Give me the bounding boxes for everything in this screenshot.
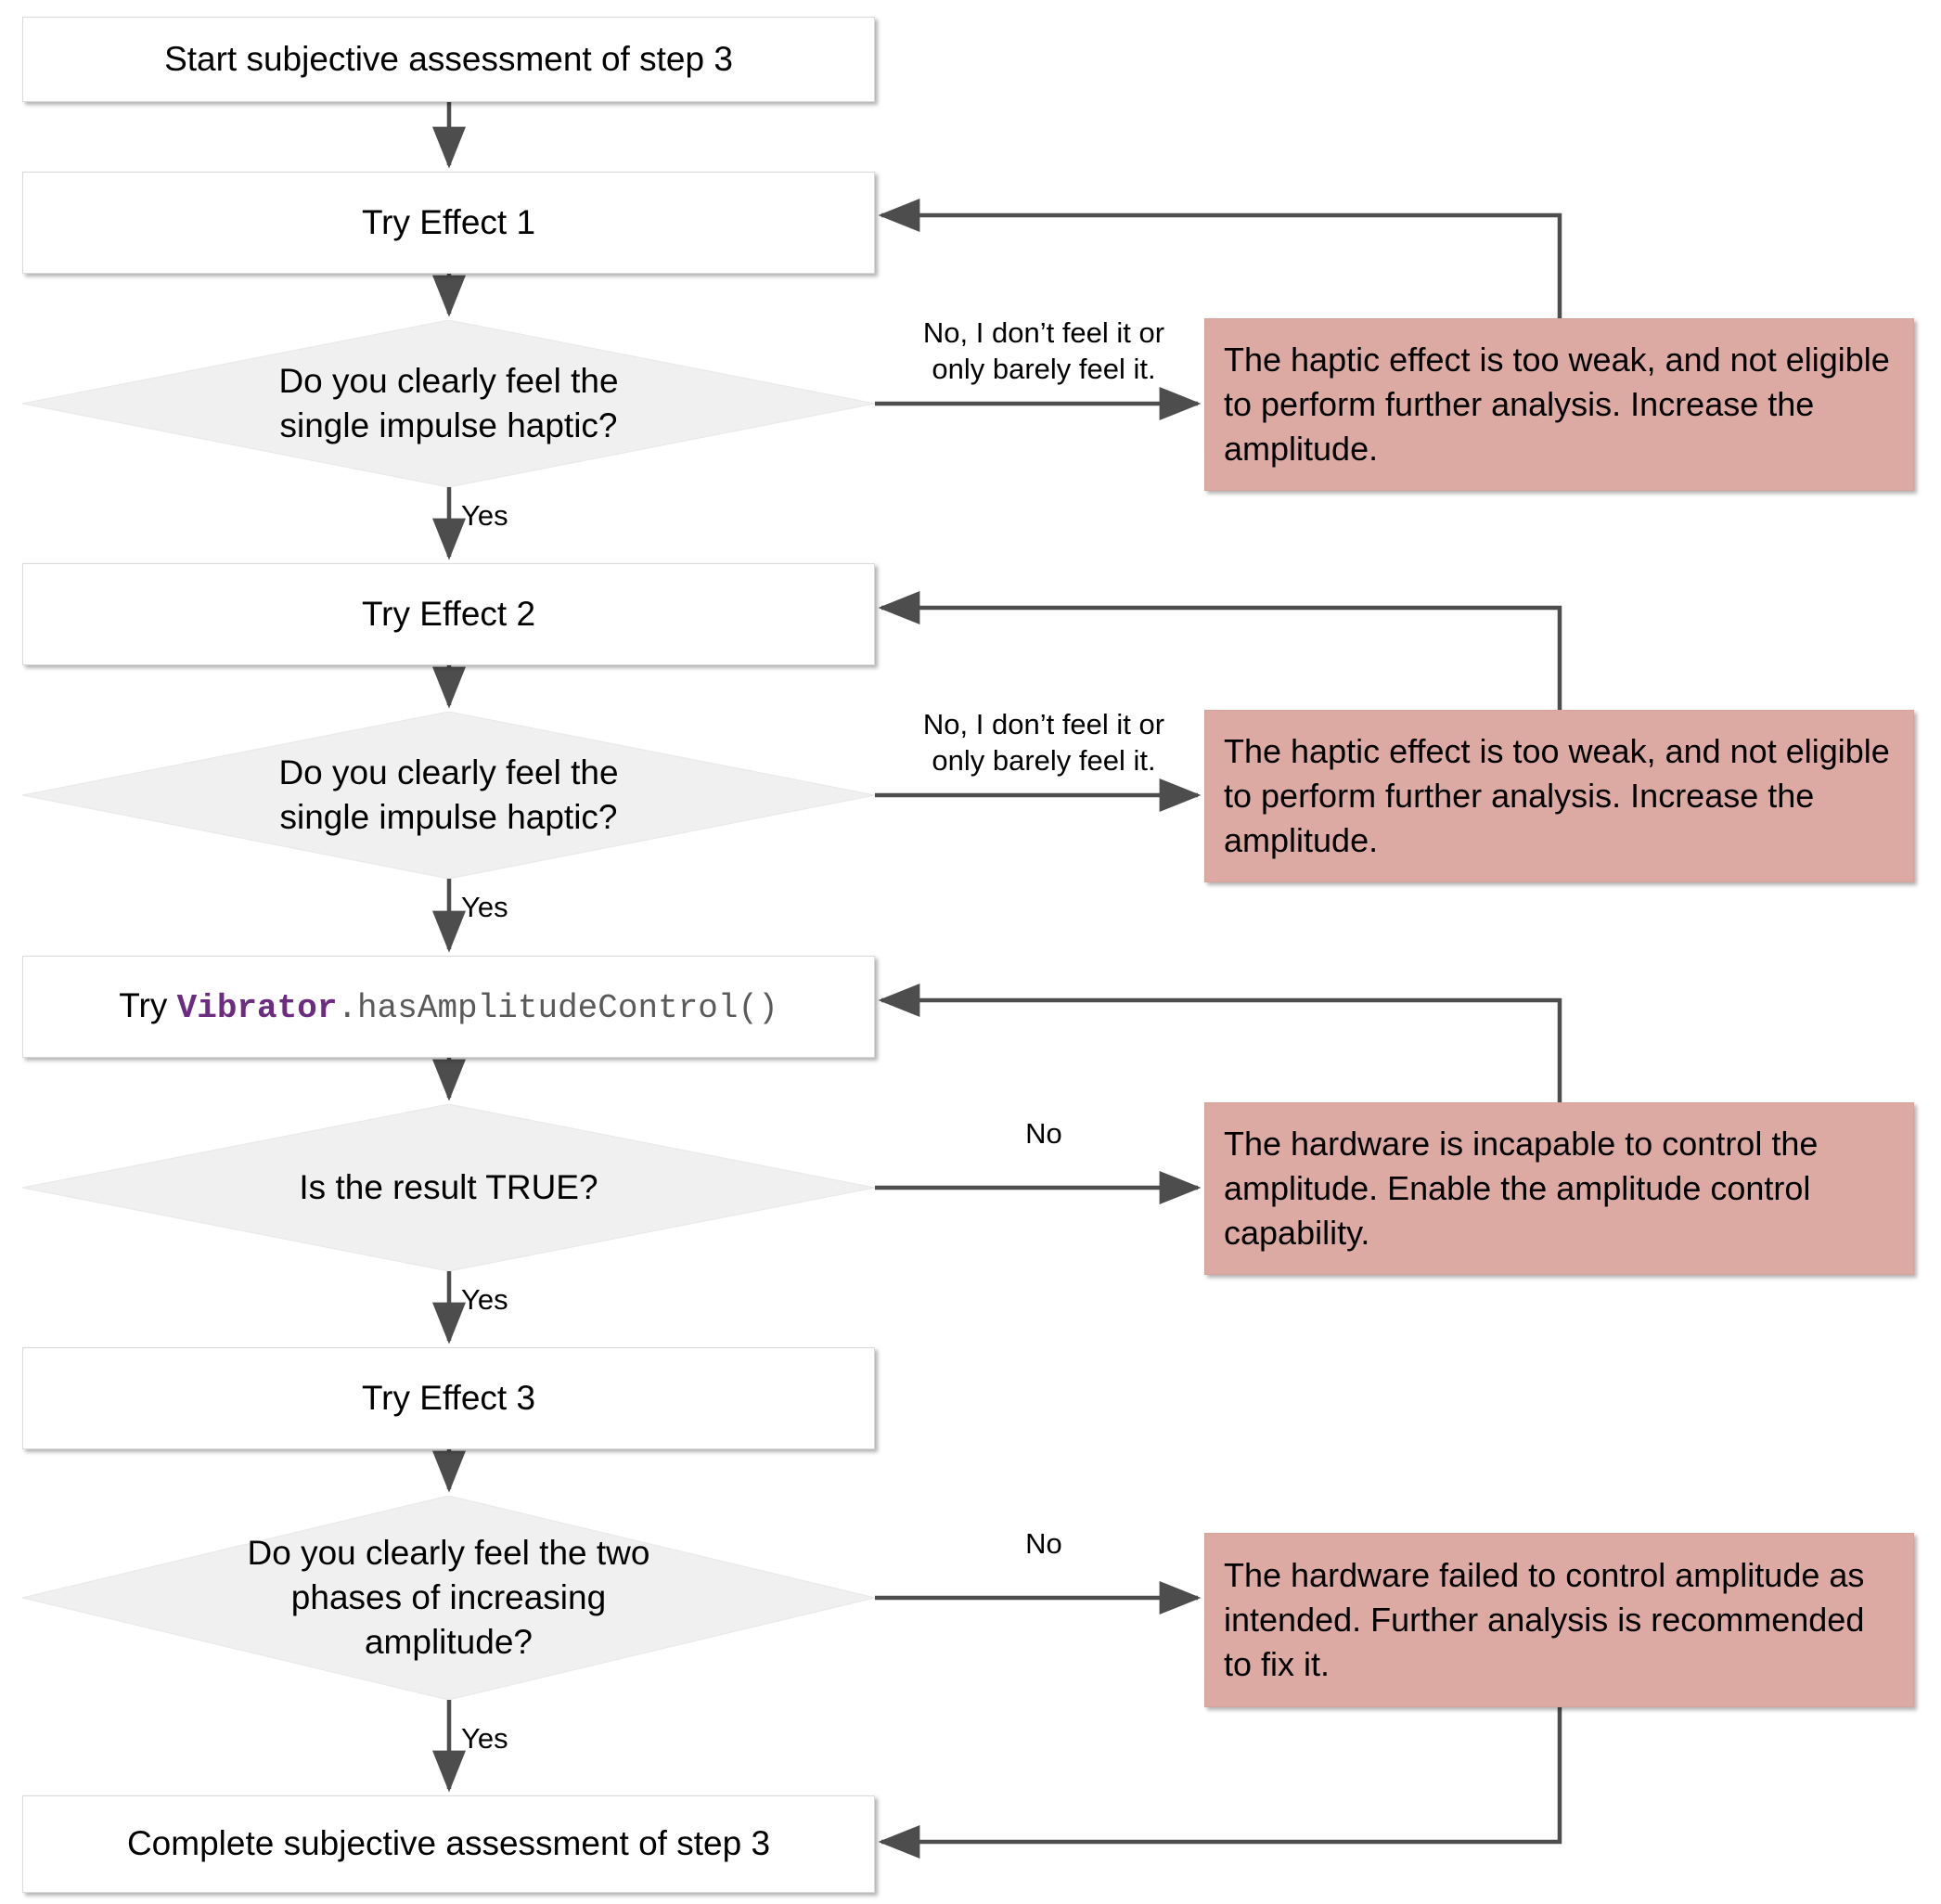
- edge-label-decision-1-yes: Yes: [461, 499, 508, 532]
- decision-feel-single-impulse-1-label: Do you clearly feel the single impulse h…: [278, 361, 619, 444]
- edge-label-decision-3-yes: Yes: [461, 1283, 508, 1316]
- diamond-shape-icon: [22, 1496, 875, 1700]
- edge-label-decision-4-yes: Yes: [461, 1722, 508, 1755]
- note-haptic-too-weak-2: The haptic effect is too weak, and not e…: [1204, 710, 1914, 882]
- code-keyword-vibrator: Vibrator: [176, 989, 338, 1027]
- diamond-shape-icon: [22, 712, 875, 879]
- node-try-effect-3[interactable]: Try Effect 3: [22, 1347, 875, 1449]
- note-haptic-too-weak-1: The haptic effect is too weak, and not e…: [1204, 318, 1914, 491]
- note-hardware-failed-amplitude: The hardware failed to control amplitude…: [1204, 1533, 1914, 1707]
- node-start[interactable]: Start subjective assessment of step 3: [22, 17, 875, 102]
- node-try-effect-3-label: Try Effect 3: [361, 1378, 536, 1417]
- code-prefix: Try: [119, 986, 177, 1024]
- decision-is-result-true[interactable]: Is the result TRUE?: [22, 1104, 875, 1271]
- note-haptic-too-weak-1-text: The haptic effect is too weak, and not e…: [1224, 341, 1890, 468]
- code-member-hasamplitudecontrol: .hasAmplitudeControl(): [337, 989, 778, 1027]
- node-try-has-amplitude-control-label: Try Vibrator.hasAmplitudeControl(): [119, 984, 778, 1029]
- note-hardware-failed-amplitude-text: The hardware failed to control amplitude…: [1224, 1556, 1865, 1683]
- decision-is-result-true-label: Is the result TRUE?: [299, 1167, 598, 1206]
- node-try-effect-2[interactable]: Try Effect 2: [22, 563, 875, 665]
- decision-feel-single-impulse-1[interactable]: Do you clearly feel the single impulse h…: [22, 320, 875, 487]
- node-try-has-amplitude-control[interactable]: Try Vibrator.hasAmplitudeControl(): [22, 956, 875, 1058]
- decision-feel-two-phases-label: Do you clearly feel the two phases of in…: [247, 1533, 650, 1662]
- edge-label-decision-2-no: No, I don’t feel it or only barely feel …: [922, 708, 1165, 777]
- decision-feel-single-impulse-2[interactable]: Do you clearly feel the single impulse h…: [22, 712, 875, 879]
- node-start-label: Start subjective assessment of step 3: [164, 39, 733, 78]
- edge-label-decision-2-yes: Yes: [461, 891, 508, 923]
- edge-label-decision-1-no: No, I don’t feel it or only barely feel …: [922, 316, 1165, 385]
- decision-feel-single-impulse-2-label: Do you clearly feel the single impulse h…: [278, 753, 619, 836]
- node-try-effect-1-label: Try Effect 1: [361, 202, 536, 241]
- note-hardware-incapable-amplitude: The hardware is incapable to control the…: [1204, 1102, 1914, 1275]
- decision-feel-two-phases[interactable]: Do you clearly feel the two phases of in…: [22, 1496, 875, 1700]
- edge-label-decision-4-no: No: [1025, 1527, 1062, 1560]
- node-complete[interactable]: Complete subjective assessment of step 3: [22, 1795, 875, 1893]
- node-try-effect-2-label: Try Effect 2: [361, 594, 536, 633]
- edge-label-decision-3-no: No: [1025, 1117, 1062, 1150]
- note-haptic-too-weak-2-text: The haptic effect is too weak, and not e…: [1224, 732, 1890, 859]
- node-complete-label: Complete subjective assessment of step 3: [126, 1824, 771, 1863]
- note-hardware-incapable-amplitude-text: The hardware is incapable to control the…: [1224, 1125, 1819, 1252]
- diamond-shape-icon: [22, 1104, 875, 1271]
- diamond-shape-icon: [22, 320, 875, 487]
- node-try-effect-1[interactable]: Try Effect 1: [22, 172, 875, 274]
